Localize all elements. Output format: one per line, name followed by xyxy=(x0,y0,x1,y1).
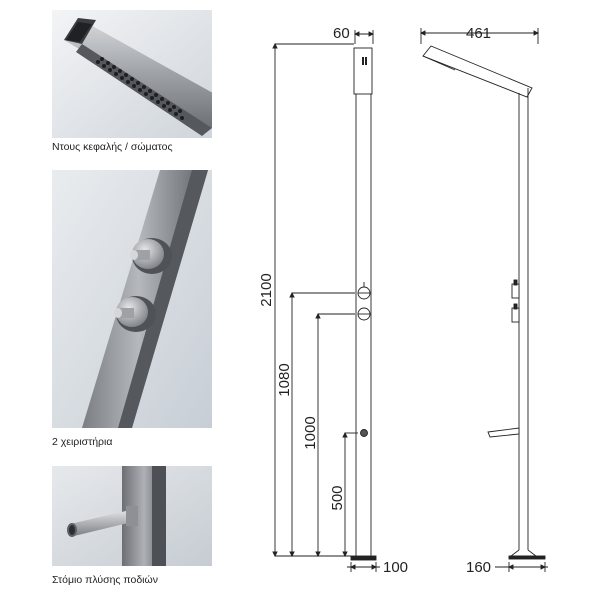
dim-total-height-label: 2100 xyxy=(258,273,275,306)
front-foot-tap xyxy=(360,429,368,437)
dim-base-side-label: 160 xyxy=(466,559,491,576)
side-upper-control xyxy=(511,283,520,299)
foot-tap-photo xyxy=(52,466,212,566)
front-base-plate xyxy=(350,555,377,561)
controls-photo xyxy=(52,170,212,428)
dim-upper-control-label: 1080 xyxy=(276,363,293,396)
dim-foot-tap-label: 500 xyxy=(329,485,346,510)
controls-caption: 2 χειριστήρια xyxy=(52,436,113,448)
dim-lower-control-label: 1000 xyxy=(302,416,319,449)
foot-tap-caption: Στόμιο πλύσης ποδιών xyxy=(52,574,158,586)
side-base xyxy=(509,549,538,557)
side-shower-arm xyxy=(422,45,533,98)
dim-head-width-label: 60 xyxy=(333,25,350,42)
dim-head-length-label: 461 xyxy=(466,25,491,42)
dim-base-front-label: 100 xyxy=(383,559,408,576)
side-lower-control xyxy=(511,307,520,323)
shower-head-photo xyxy=(52,10,212,138)
shower-head-caption: Ντους κεφαλής / σώματος xyxy=(52,141,173,153)
front-head-box xyxy=(353,47,373,95)
side-foot-tap xyxy=(487,427,520,438)
